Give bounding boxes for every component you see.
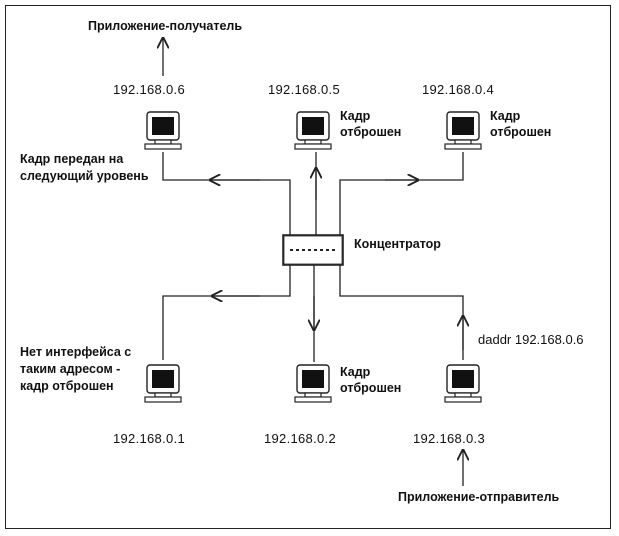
computer-icon [294, 364, 332, 403]
host-ip-label: 192.168.0.6 [113, 82, 185, 97]
host-ip-label: 192.168.0.5 [268, 82, 340, 97]
link-hub-to-host-4 [339, 152, 464, 235]
computer-icon [444, 364, 482, 403]
dropped-label-host5-line1: Кадр [340, 109, 371, 123]
passed-up-label-line2: следующий уровень [20, 169, 149, 183]
link-host-3-to-hub [339, 265, 463, 360]
destination-address-label: daddr 192.168.0.6 [478, 332, 584, 347]
link-hub-to-host-1 [162, 265, 291, 360]
computer-icon [144, 111, 182, 150]
host-ip-label: 192.168.0.1 [113, 431, 185, 446]
hub [282, 234, 344, 266]
computer-icon [294, 111, 332, 150]
link-hub-to-host-6 [162, 152, 291, 235]
diagram-frame [5, 5, 611, 529]
no-interface-label-line3: кадр отброшен [20, 379, 114, 393]
computer-icon [444, 111, 482, 150]
hub-label: Концентратор [354, 237, 441, 251]
sender-app-label: Приложение-отправитель [398, 490, 560, 504]
dropped-label-host4-line1: Кадр [490, 109, 521, 123]
host-ip-label: 192.168.0.4 [422, 82, 494, 97]
dropped-label-host2-line2: отброшен [340, 381, 402, 395]
host-ip-label: 192.168.0.3 [413, 431, 485, 446]
dropped-label-host5-line2: отброшен [340, 125, 402, 139]
receiver-app-label: Приложение-получатель [88, 19, 243, 33]
dropped-label-host4-line2: отброшен [490, 125, 552, 139]
no-interface-label-line1: Нет интерфейса с [20, 345, 132, 359]
host-ip-label: 192.168.0.2 [264, 431, 336, 446]
passed-up-label-line1: Кадр передан на [20, 152, 124, 166]
dropped-label-host2-line1: Кадр [340, 365, 371, 379]
no-interface-label-line2: таким адресом - [20, 362, 121, 376]
computer-icon [144, 364, 182, 403]
